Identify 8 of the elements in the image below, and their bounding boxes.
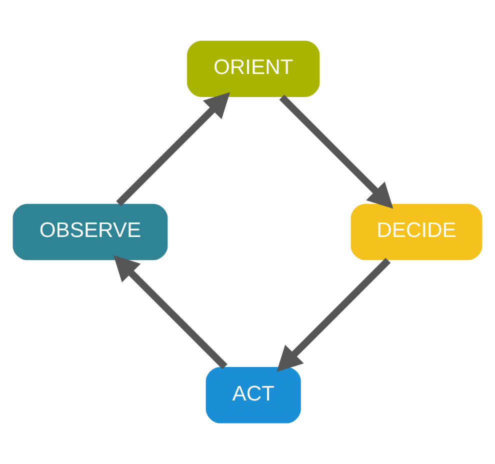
node-box: OBSERVE — [12, 204, 168, 260]
node-box: DECIDE — [350, 204, 482, 260]
node-box: ORIENT — [187, 40, 320, 98]
arrow — [114, 255, 228, 370]
arrow — [116, 92, 230, 206]
arrow — [276, 258, 391, 372]
node-box: ACT — [206, 366, 301, 424]
arrow — [279, 94, 394, 209]
